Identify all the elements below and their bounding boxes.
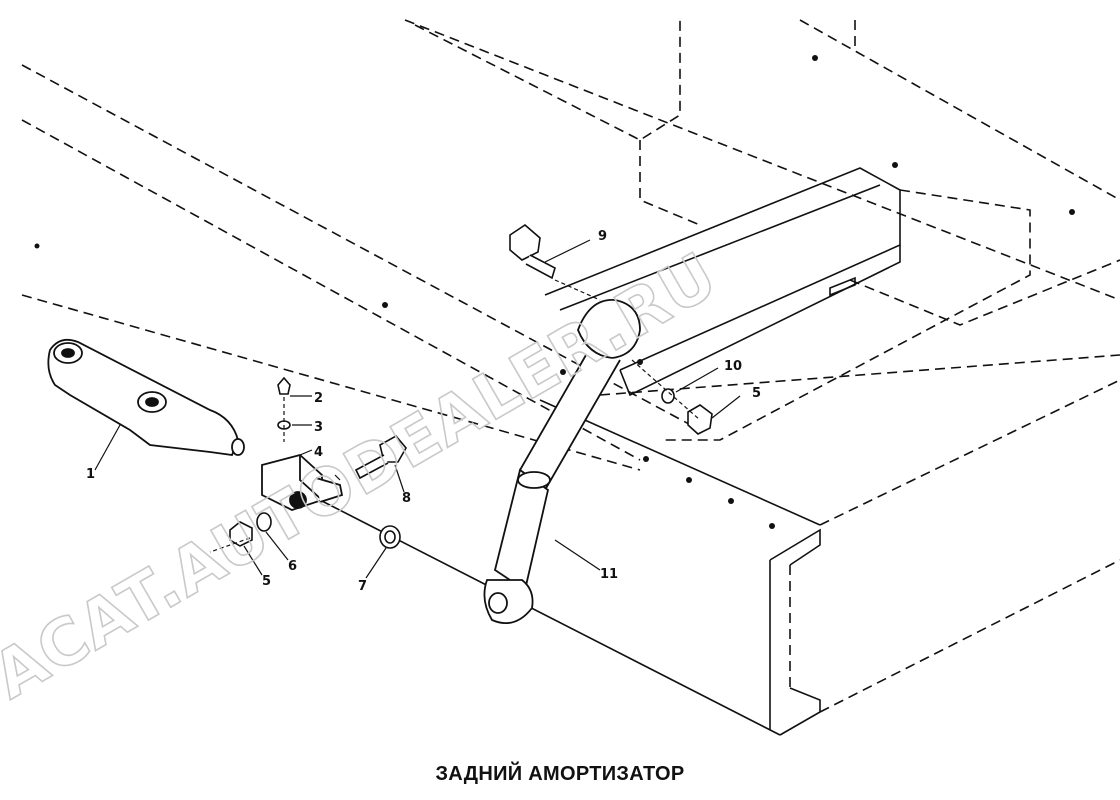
diagram-title: ЗАДНИЙ АМОРТИЗАТОР [435, 763, 685, 785]
frame-rail-edge [819, 559, 1120, 713]
leader-lines [94, 239, 741, 579]
callout-4: 4 [314, 445, 323, 460]
cross-member [799, 19, 1120, 201]
support-beam [829, 276, 856, 297]
callout-1: 1 [86, 467, 95, 482]
support-beam [660, 189, 1031, 441]
frame-rail-edge [21, 119, 641, 461]
callout-9: 9 [598, 229, 607, 244]
hole [1069, 209, 1075, 215]
cross-member [404, 19, 1120, 301]
callout-2: 2 [314, 391, 323, 406]
hole [643, 456, 649, 462]
mounting-holes [34, 55, 1075, 529]
cross-member [639, 140, 701, 226]
frame-rail-edge [779, 687, 821, 736]
callout-11: 11 [600, 567, 618, 582]
callout-5-right: 5 [752, 386, 761, 401]
part-bolt-9 [509, 223, 556, 280]
cross-member [414, 20, 681, 141]
hole [769, 523, 775, 529]
callout-3: 3 [314, 420, 323, 435]
callout-10: 10 [724, 359, 742, 374]
frame-rail-edge [769, 528, 821, 566]
callout-8: 8 [402, 491, 411, 506]
support-beam [559, 184, 881, 311]
part-nut-washers-right [661, 388, 713, 435]
part-bracket [261, 454, 344, 511]
frame-rail-edge [539, 399, 821, 526]
part-shock-absorber [483, 299, 641, 624]
callout-6: 6 [288, 559, 297, 574]
callout-7: 7 [358, 579, 367, 594]
hole [637, 359, 643, 365]
hole [892, 162, 898, 168]
support-beam [849, 259, 1120, 326]
part-lever-arm [47, 338, 245, 456]
hole [686, 477, 692, 483]
part-bolt-8 [354, 434, 407, 480]
support-beam [619, 245, 901, 397]
callouts: 1 2 3 4 5 6 7 8 9 10 5 11 [86, 229, 761, 594]
frame-rail-edge [819, 379, 1120, 526]
hole [560, 369, 566, 375]
hole [812, 55, 818, 61]
support-beam [599, 354, 1120, 396]
part-nut-washers-left [229, 512, 401, 549]
hole [382, 302, 388, 308]
callout-5-left: 5 [262, 574, 271, 589]
hole [34, 243, 40, 249]
watermark: ACAT.AUTODEALER.RU [0, 239, 730, 714]
hole [728, 498, 734, 504]
